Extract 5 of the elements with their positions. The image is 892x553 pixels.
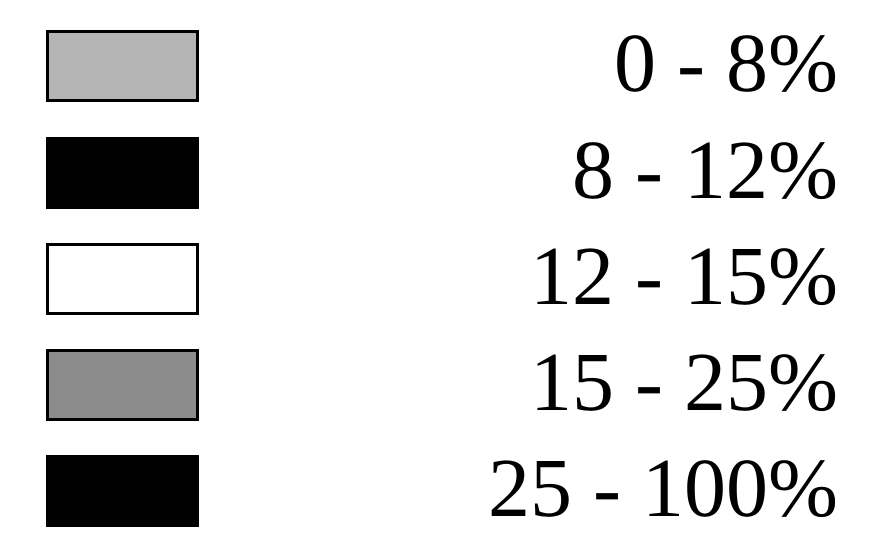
legend-label: 0 - 8% <box>614 22 838 106</box>
legend-label: 15 - 25% <box>530 341 838 425</box>
legend-label: 8 - 12% <box>572 129 838 213</box>
legend-label: 12 - 15% <box>530 235 838 319</box>
legend-label: 25 - 100% <box>488 447 838 531</box>
